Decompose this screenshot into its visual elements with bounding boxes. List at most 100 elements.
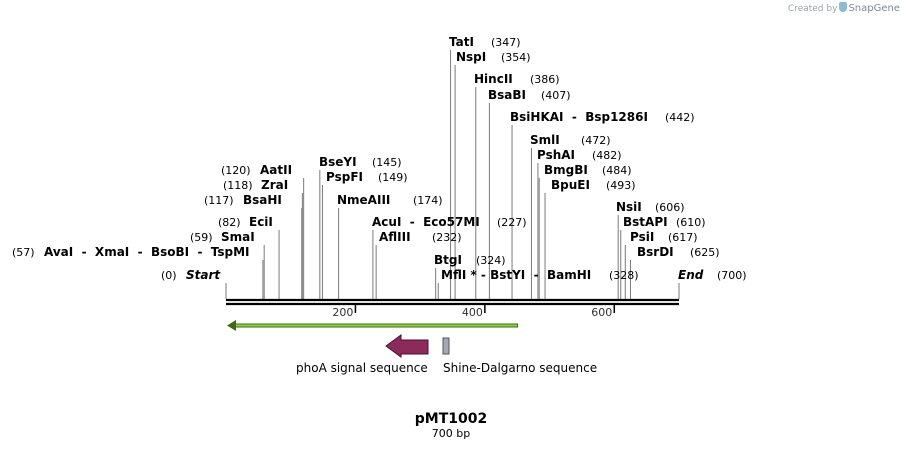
enzyme-label-smli[interactable]: SmlI (472): [530, 133, 611, 147]
svg-text:Start: Start: [186, 268, 221, 282]
plasmid-size: 700 bp: [432, 427, 470, 440]
snapgene-credit: Created by SnapGene: [788, 2, 900, 14]
plasmid-name: pMT1002: [415, 411, 487, 427]
enzyme-label-bsabi[interactable]: BsaBI (407): [488, 88, 571, 102]
dna-backbone: [226, 298, 679, 306]
enzyme-label-acui-eco57mi[interactable]: AcuI - Eco57MI (227): [372, 215, 527, 229]
ruler-tick-label: 200: [332, 306, 353, 319]
enzyme-label-pshai[interactable]: PshAI (482): [537, 148, 622, 162]
enzyme-label-ecii[interactable]: (82) EciI: [218, 215, 273, 229]
enzyme-label-bsrdi[interactable]: BsrDI (625): [637, 245, 720, 259]
svg-text:BsaBI: BsaBI: [488, 88, 526, 102]
snapgene-logo-icon: [839, 2, 848, 12]
enzyme-label-smai[interactable]: (59) SmaI: [190, 230, 255, 244]
svg-text:(82): (82): [218, 216, 241, 229]
enzyme-label-afliii[interactable]: AflIII (232): [379, 230, 462, 244]
svg-text:(328): (328): [609, 269, 639, 282]
svg-text:PshAI: PshAI: [537, 148, 575, 162]
enzyme-label-psii[interactable]: PsiI (617): [630, 230, 698, 244]
svg-text:SmaI: SmaI: [221, 230, 255, 244]
svg-text:(610): (610): [676, 216, 706, 229]
svg-text:BsrDI: BsrDI: [637, 245, 674, 259]
svg-text:(117): (117): [204, 194, 234, 207]
svg-text:(324): (324): [476, 254, 506, 267]
svg-text:MflI * - BstYI - BamHI: MflI * - BstYI - BamHI: [441, 268, 591, 282]
credit-prefix: Created by: [787, 4, 838, 14]
svg-text:(407): (407): [541, 89, 571, 102]
cut-site-lines: [225, 50, 680, 299]
enzyme-label-avai-xmai-bsobi-tspmi[interactable]: (57) AvaI - XmaI - BsoBI - TspMI: [12, 245, 250, 259]
svg-text:BsiHKAI - Bsp1286I: BsiHKAI - Bsp1286I: [510, 110, 648, 124]
svg-text:TatI: TatI: [449, 35, 474, 49]
svg-text:NspI: NspI: [456, 50, 486, 64]
svg-text:PsiI: PsiI: [630, 230, 654, 244]
svg-text:(149): (149): [378, 171, 408, 184]
svg-text:(472): (472): [581, 134, 611, 147]
enzyme-label-mfli-bstyi-bamhi[interactable]: MflI * - BstYI - BamHI (328): [441, 268, 639, 282]
svg-text:EciI: EciI: [249, 215, 273, 229]
ruler-tick-label: 600: [591, 306, 612, 319]
svg-text:(0): (0): [161, 269, 177, 282]
svg-text:NmeAIII: NmeAIII: [337, 193, 390, 207]
svg-text:(57): (57): [12, 246, 35, 259]
enzyme-label-bsahi[interactable]: (117) BsaHI: [204, 193, 282, 207]
svg-text:(442): (442): [665, 111, 695, 124]
svg-text:BmgBI: BmgBI: [544, 163, 588, 177]
enzyme-label-btgi[interactable]: BtgI (324): [434, 253, 506, 267]
phoa-signal-sequence-label: phoA signal sequence: [296, 361, 428, 375]
svg-text:(59): (59): [190, 231, 213, 244]
feature-green-orf[interactable]: [227, 320, 518, 331]
svg-text:AatII: AatII: [260, 163, 292, 177]
svg-text:BseYI: BseYI: [319, 155, 357, 169]
svg-text:PspFI: PspFI: [326, 170, 363, 184]
shine-dalgarno-label: Shine-Dalgarno sequence: [443, 361, 597, 375]
svg-text:(227): (227): [497, 216, 527, 229]
svg-text:(118): (118): [223, 179, 253, 192]
sequence-start-label: (0) Start: [161, 268, 221, 282]
svg-text:(625): (625): [690, 246, 720, 259]
svg-text:(174): (174): [413, 194, 443, 207]
ruler: 200 400 600: [332, 305, 616, 319]
enzyme-label-bpuei[interactable]: BpuEI (493): [551, 178, 636, 192]
enzyme-label-pspfi[interactable]: PspFI (149): [326, 170, 408, 184]
svg-text:End: End: [678, 268, 704, 282]
svg-text:(120): (120): [221, 164, 251, 177]
svg-text:(386): (386): [530, 73, 560, 86]
enzyme-label-hincii[interactable]: HincII (386): [474, 72, 560, 86]
svg-text:(354): (354): [501, 51, 531, 64]
svg-text:(700): (700): [717, 269, 747, 282]
svg-text:HincII: HincII: [474, 72, 513, 86]
enzyme-label-aatii[interactable]: (120) AatII: [221, 163, 292, 177]
enzyme-label-bsihkai-bsp1286i[interactable]: BsiHKAI - Bsp1286I (442): [510, 110, 695, 124]
svg-text:SmlI: SmlI: [530, 133, 560, 147]
svg-text:(484): (484): [602, 164, 632, 177]
enzyme-label-nspi[interactable]: NspI (354): [456, 50, 531, 64]
svg-text:(493): (493): [606, 179, 636, 192]
enzyme-label-bmgbi[interactable]: BmgBI (484): [544, 163, 632, 177]
feature-phoa-signal-sequence[interactable]: [385, 334, 429, 358]
sequence-end-label: End (700): [678, 268, 747, 282]
svg-text:(617): (617): [668, 231, 698, 244]
credit-brand: SnapGene: [848, 3, 900, 14]
feature-shine-dalgarno[interactable]: [442, 337, 450, 355]
enzyme-labels: TatI (347) NspI (354) HincII (386) BsaBI…: [12, 35, 747, 282]
enzyme-label-nsii[interactable]: NsiI (606): [616, 200, 685, 214]
svg-text:BstAPI: BstAPI: [623, 215, 668, 229]
svg-text:AflIII: AflIII: [379, 230, 411, 244]
enzyme-label-zrai[interactable]: (118) ZraI: [223, 178, 288, 192]
svg-text:NsiI: NsiI: [616, 200, 642, 214]
svg-text:(482): (482): [592, 149, 622, 162]
enzyme-label-tati[interactable]: TatI (347): [449, 35, 521, 49]
svg-text:BsaHI: BsaHI: [243, 193, 282, 207]
svg-text:AcuI - Eco57MI: AcuI - Eco57MI: [372, 215, 480, 229]
svg-text:BpuEI: BpuEI: [551, 178, 590, 192]
svg-text:BtgI: BtgI: [434, 253, 462, 267]
svg-text:(232): (232): [432, 231, 462, 244]
enzyme-label-bstapi[interactable]: BstAPI (610): [623, 215, 706, 229]
enzyme-label-nmeaiii[interactable]: NmeAIII (174): [337, 193, 443, 207]
enzyme-label-bseyi[interactable]: BseYI (145): [319, 155, 402, 169]
ruler-tick-label: 400: [462, 306, 483, 319]
svg-text:(606): (606): [655, 201, 685, 214]
svg-text:ZraI: ZraI: [261, 178, 288, 192]
